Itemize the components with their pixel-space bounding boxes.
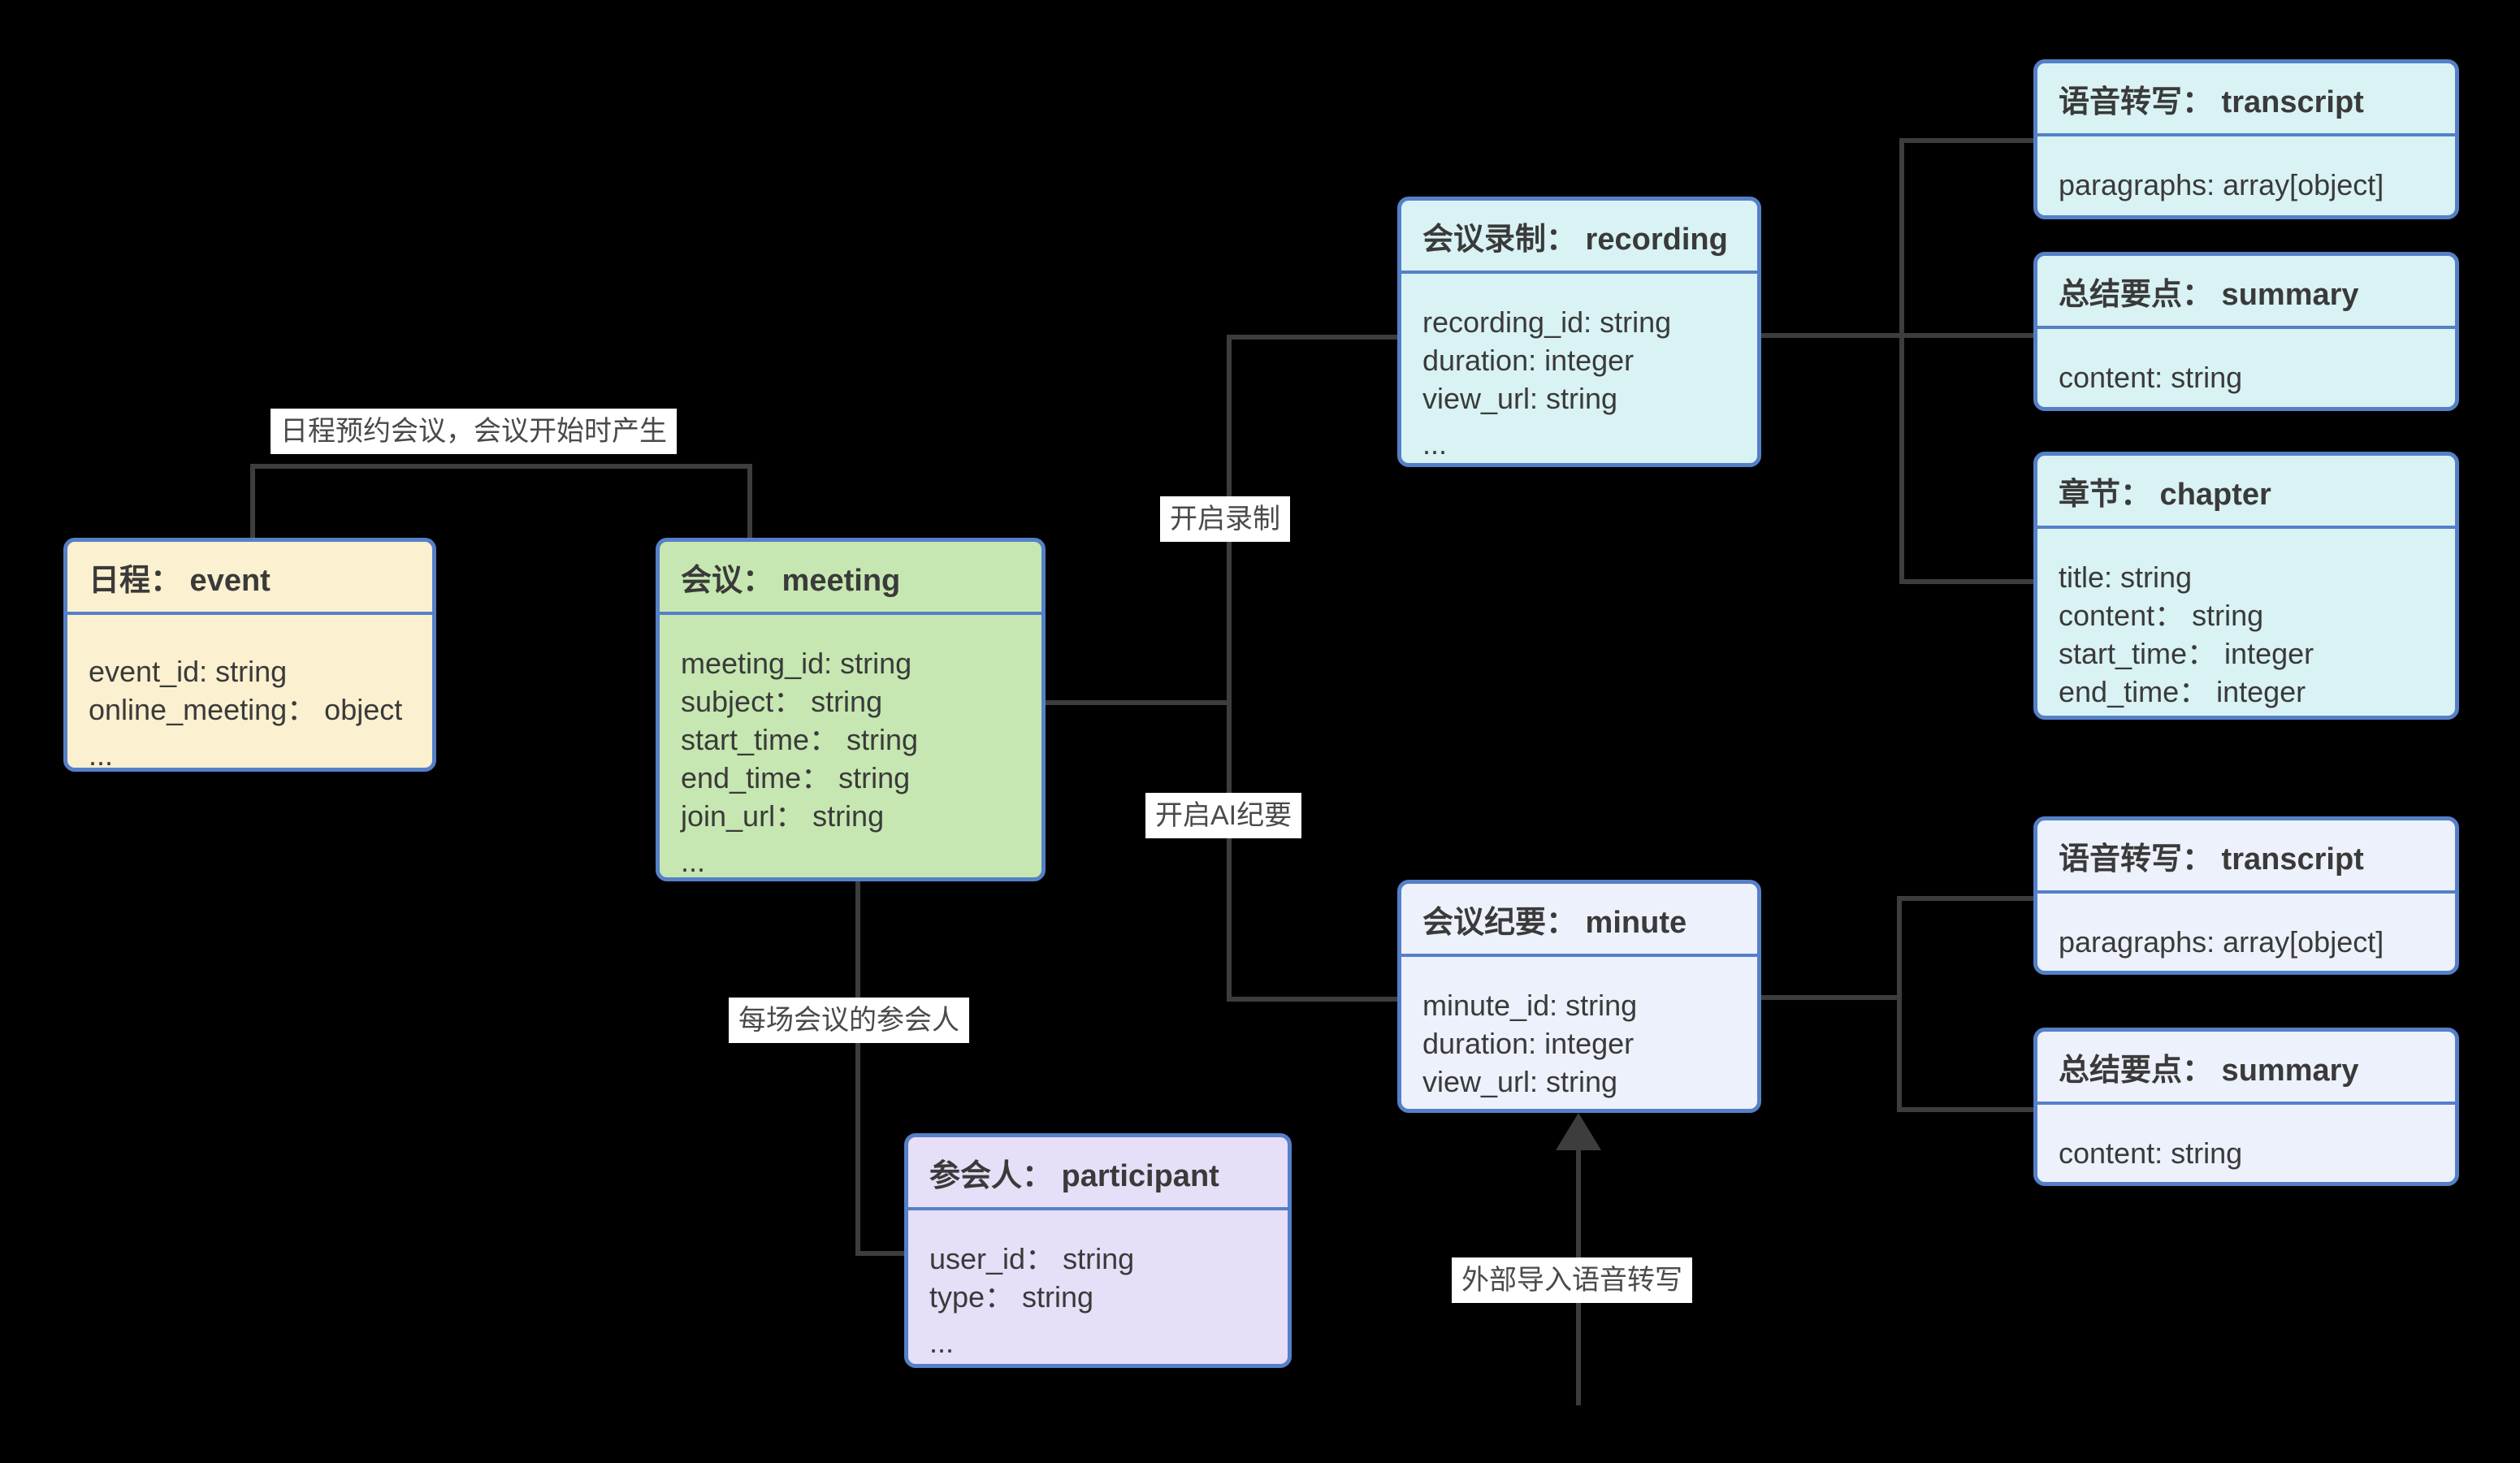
field-line: user_id： string [929, 1242, 1135, 1275]
entity-meeting[interactable]: 会议： meeting meeting_id: string subject： … [656, 538, 1046, 881]
entity-minute[interactable]: 会议纪要： minute minute_id: string duration:… [1397, 880, 1761, 1113]
entity-transcript-recording[interactable]: 语音转写： transcript paragraphs: array[objec… [2033, 59, 2459, 219]
field-line: paragraphs: array[object] [2059, 925, 2384, 959]
field-line: join_url： string [681, 799, 885, 833]
field-line: online_meeting： object [89, 693, 403, 726]
label-event-meeting[interactable]: 日程预约会议，会议开始时产生 [271, 409, 677, 454]
field-line: end_time： string [681, 761, 911, 794]
field-line: content: string [2059, 361, 2243, 394]
field-line: start_time： integer [2059, 637, 2314, 670]
entity-transcript-minute[interactable]: 语音转写： transcript paragraphs: array[objec… [2033, 816, 2459, 975]
field-line: event_id: string [89, 655, 288, 688]
connector-recording-bracket-vertical [1899, 138, 1904, 584]
field-line: ... [681, 845, 706, 878]
label-start-recording[interactable]: 开启录制 [1160, 496, 1290, 542]
connector-meeting-stub [747, 464, 752, 541]
field-line: content： string [2059, 599, 2264, 632]
import-arrow-head-icon [1556, 1113, 1601, 1150]
entity-transcript-recording-title: 语音转写： transcript [2037, 63, 2455, 136]
field-line: subject： string [681, 685, 883, 718]
label-participants[interactable]: 每场会议的参会人 [729, 998, 969, 1043]
entity-event[interactable]: 日程： event event_id: string online_meetin… [63, 538, 436, 772]
entity-minute-title: 会议纪要： minute [1401, 884, 1757, 957]
field-line: meeting_id: string [681, 647, 912, 680]
connector-to-recording [1227, 335, 1402, 340]
connector-trunk-vertical [1227, 335, 1232, 1002]
entity-recording[interactable]: 会议录制： recording recording_id: string dur… [1397, 197, 1761, 467]
entity-summary-minute[interactable]: 总结要点： summary content: string [2033, 1028, 2459, 1186]
field-line: ... [929, 1326, 955, 1359]
connector-to-transcript-minute [1897, 896, 2038, 901]
field-line: duration: integer [1422, 344, 1635, 377]
connector-to-minute [1227, 997, 1402, 1002]
field-line: content: string [2059, 1136, 2243, 1170]
connector-participant-horizontal [855, 1251, 909, 1256]
label-start-ai-minute[interactable]: 开启AI纪要 [1145, 793, 1302, 838]
connector-minute-bracket-vertical [1897, 896, 1902, 1112]
field-line: minute_id: string [1422, 989, 1638, 1022]
entity-participant[interactable]: 参会人： participant user_id： string type： s… [904, 1133, 1292, 1368]
field-line: start_time： string [681, 723, 919, 756]
connector-participant-vertical [855, 881, 860, 1256]
entity-participant-title: 参会人： participant [908, 1137, 1288, 1210]
field-line: end_time： integer [2059, 675, 2306, 708]
connector-minute-stem [1761, 995, 1902, 1000]
entity-event-title: 日程： event [67, 542, 432, 615]
field-line: ... [89, 738, 114, 772]
field-line: paragraphs: array[object] [2059, 168, 2384, 201]
field-line: view_url: string [1422, 382, 1618, 415]
entity-recording-title: 会议录制： recording [1401, 201, 1757, 274]
entity-summary-recording-title: 总结要点： summary [2037, 256, 2455, 329]
connector-meeting-stem [1046, 700, 1232, 705]
entity-chapter[interactable]: 章节： chapter title: string content： strin… [2033, 452, 2459, 720]
connector-event-stub [250, 464, 255, 541]
entity-chapter-title: 章节： chapter [2037, 456, 2455, 529]
field-line: ... [1422, 427, 1448, 461]
entity-meeting-title: 会议： meeting [660, 542, 1041, 615]
connector-event-meeting-horizontal [250, 464, 752, 469]
label-import-transcript[interactable]: 外部导入语音转写 [1452, 1257, 1692, 1303]
connector-to-summary-minute [1897, 1107, 2038, 1112]
entity-summary-minute-title: 总结要点： summary [2037, 1032, 2455, 1105]
field-line: recording_id: string [1422, 305, 1672, 339]
connector-to-chapter [1899, 579, 2038, 584]
field-line: type： string [929, 1280, 1094, 1314]
field-line: view_url: string [1422, 1065, 1618, 1098]
connector-to-transcript-recording [1899, 138, 2038, 143]
field-line: duration: integer [1422, 1027, 1635, 1060]
field-line: title: string [2059, 561, 2193, 594]
entity-summary-recording[interactable]: 总结要点： summary content: string [2033, 252, 2459, 411]
entity-transcript-minute-title: 语音转写： transcript [2037, 820, 2455, 894]
